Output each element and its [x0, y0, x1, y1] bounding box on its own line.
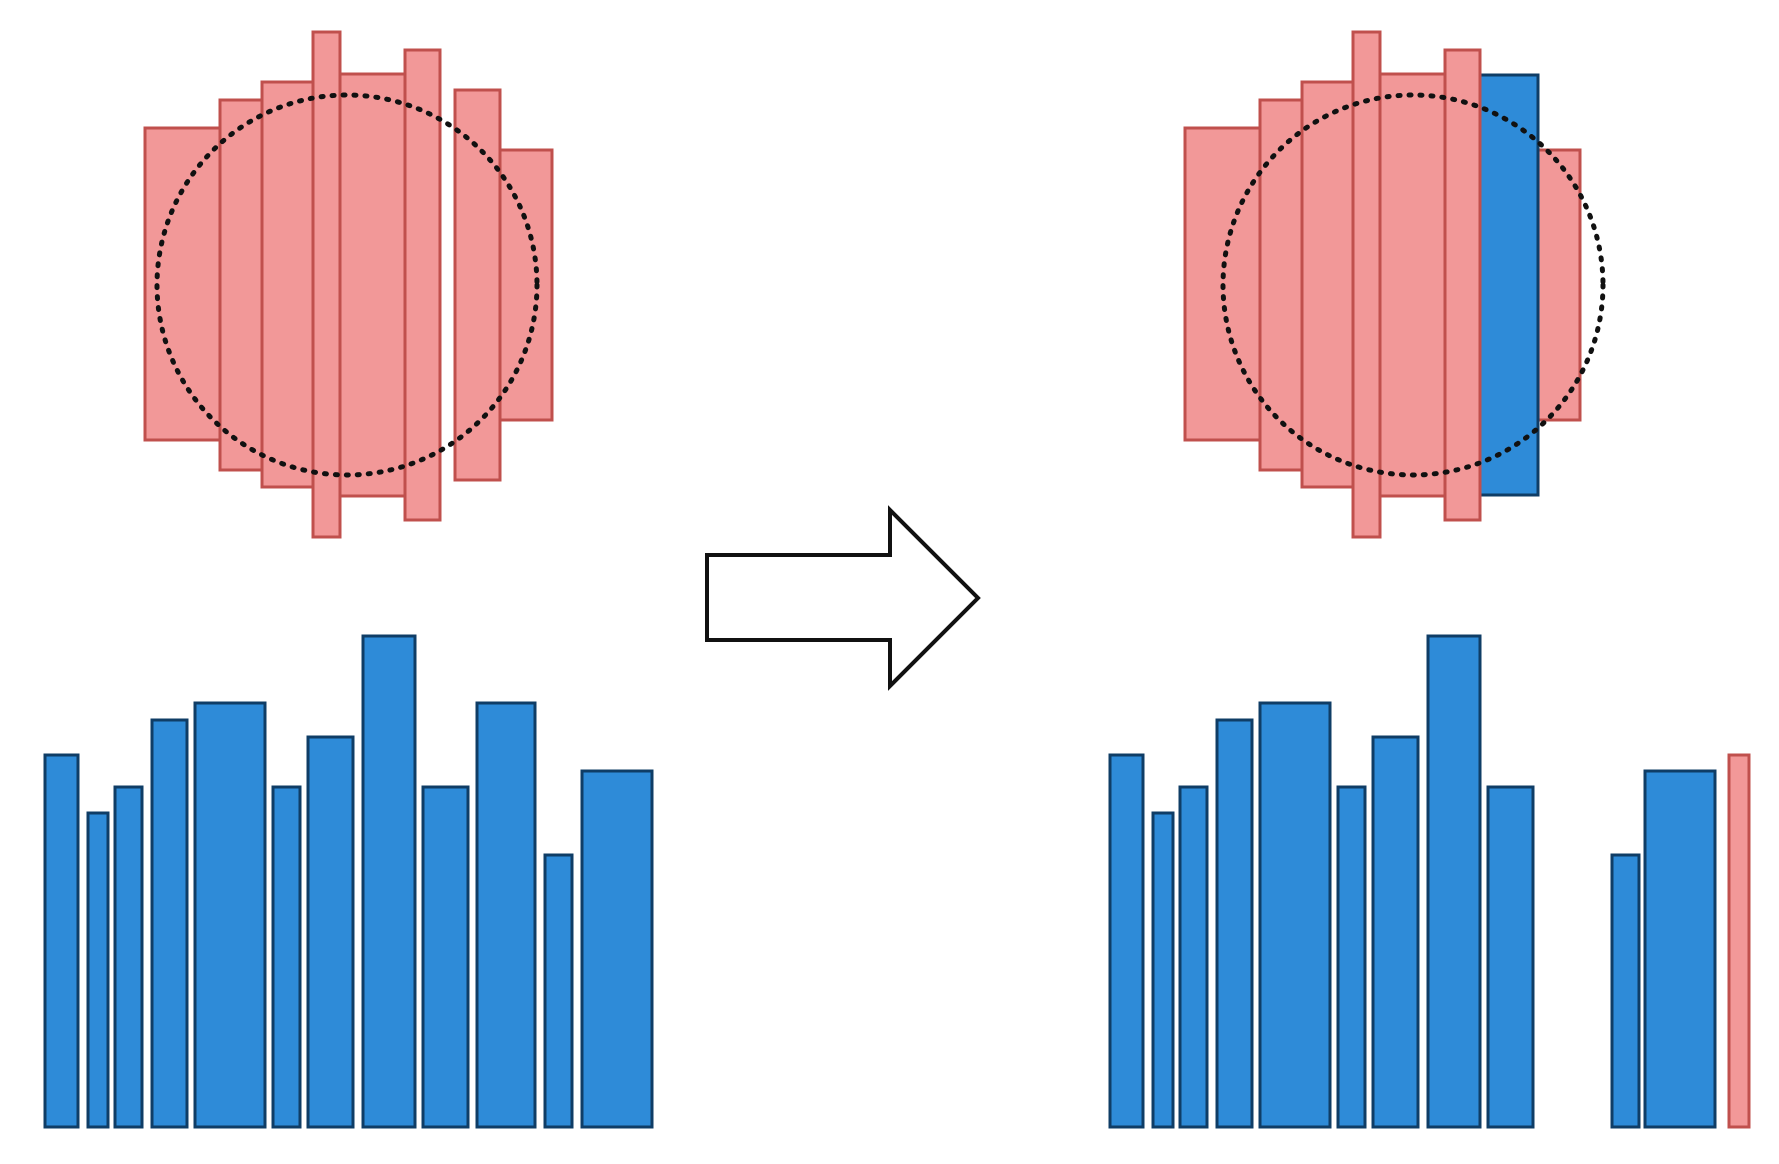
before-row-bar: [43, 753, 80, 1129]
before-row-bar: [475, 701, 537, 1129]
before-row-bar: [361, 634, 417, 1129]
transition-arrow: [705, 505, 981, 691]
before-cluster-bar: [333, 72, 417, 498]
after-row-bar: [1178, 785, 1209, 1129]
after-row-bar: [1426, 634, 1482, 1129]
before-row-bar: [306, 735, 355, 1129]
after-cluster-group: [1183, 30, 1606, 539]
before-cluster-bar: [495, 148, 554, 422]
after-cluster-bar: [1351, 30, 1382, 539]
before-cluster-bar: [453, 88, 502, 482]
before-row-group: [43, 634, 654, 1129]
before-cluster-bar: [403, 48, 442, 522]
before-row-bar: [580, 769, 654, 1129]
before-cluster-bar: [311, 30, 342, 539]
after-row-bar: [1151, 811, 1175, 1129]
before-row-bar: [271, 785, 302, 1129]
after-row-bar: [1610, 853, 1641, 1129]
after-dotted-circle: [1220, 92, 1606, 478]
after-row-group: [1108, 634, 1751, 1129]
before-row-bar: [193, 701, 267, 1129]
after-row-bar: [1727, 753, 1751, 1129]
after-cluster-bar: [1443, 48, 1482, 522]
after-cluster-bar: [1258, 98, 1307, 472]
before-cluster-group: [143, 30, 554, 539]
after-cluster-bar: [1373, 72, 1457, 498]
before-dotted-circle: [154, 92, 540, 478]
after-row-bar: [1336, 785, 1367, 1129]
before-row-bar: [86, 811, 110, 1129]
after-row-bar: [1258, 701, 1332, 1129]
before-row-bar: [113, 785, 144, 1129]
before-cluster-bar: [218, 98, 267, 472]
before-row-bar: [150, 718, 189, 1129]
before-row-bar: [543, 853, 574, 1129]
after-cluster-bar: [1478, 73, 1540, 497]
after-row-bar: [1486, 785, 1535, 1129]
after-cluster-bar: [1183, 126, 1272, 442]
after-row-bar: [1108, 753, 1145, 1129]
before-row-bar: [421, 785, 470, 1129]
after-row-bar: [1643, 769, 1717, 1129]
right-arrow-icon: [705, 505, 981, 691]
after-row-bar: [1371, 735, 1420, 1129]
after-row-bar: [1215, 718, 1254, 1129]
